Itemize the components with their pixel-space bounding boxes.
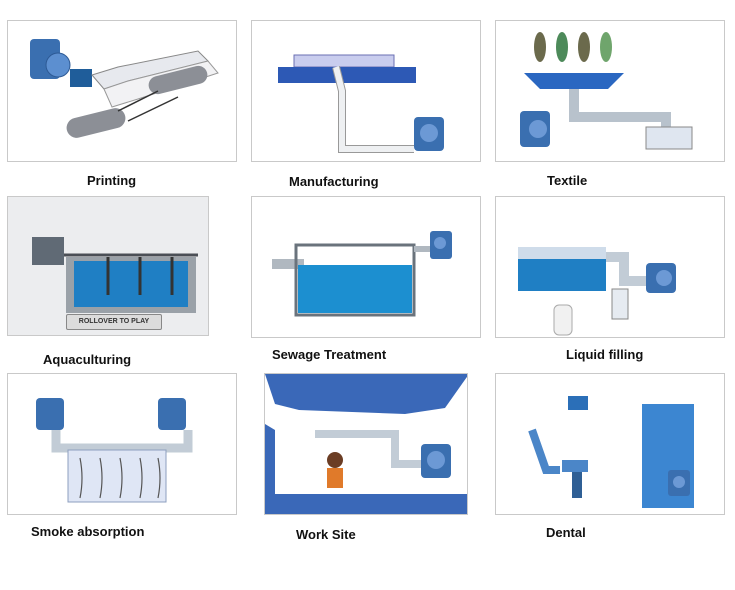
liquid-filling-illustration [518,247,676,336]
blower-icon [32,237,64,265]
sewage-card [251,196,481,338]
textile-card [495,20,725,162]
sewage-illustration [272,231,452,317]
label-printing: Printing [87,173,137,188]
blower-icon [158,398,186,430]
liquid-card [495,196,725,338]
manufacturing-card [251,20,481,162]
rollover-play-button[interactable]: ROLLOVER TO PLAY [66,314,162,330]
smoke-absorption-illustration [36,398,193,503]
label-sewage: Sewage Treatment [272,347,387,362]
dental-card [495,373,725,515]
label-manufacturing: Manufacturing [289,174,379,189]
printing-illustration [30,39,219,138]
label-worksite: Work Site [296,527,356,542]
aquaculturing-illustration [32,237,198,313]
label-liquid: Liquid filling [566,347,644,362]
label-smoke: Smoke absorption [31,524,145,539]
manufacturing-illustration [278,54,444,153]
blower-icon [36,398,64,430]
printing-card [7,20,237,162]
label-textile: Textile [547,173,588,188]
worksite-card [264,373,468,515]
work-site-illustration [265,374,467,514]
worker-icon [327,452,343,468]
dental-illustration [528,396,694,508]
aquaculturing-card: ROLLOVER TO PLAY [7,196,209,336]
smoke-card [7,373,237,515]
label-dental: Dental [546,525,586,540]
label-aquaculturing: Aquaculturing [43,352,132,367]
textile-illustration [520,32,693,150]
